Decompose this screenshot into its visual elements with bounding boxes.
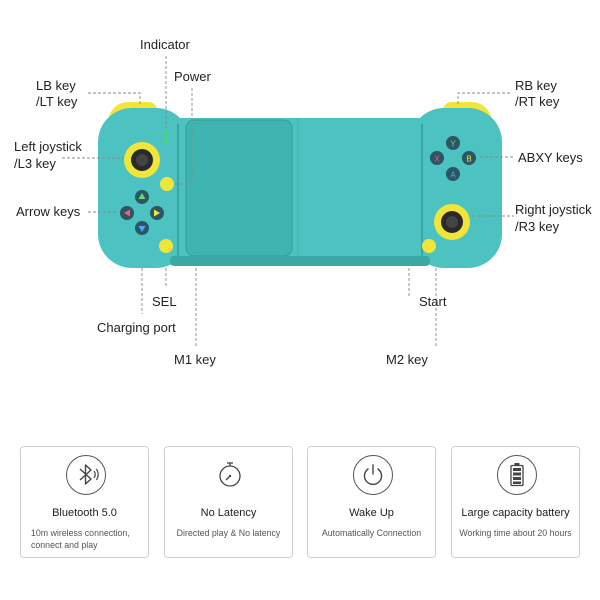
label-right-joystick-line2: /R3 key (515, 219, 560, 234)
power-button[interactable] (160, 177, 174, 191)
feature-card-no-latency: No Latency Directed play & No latency (164, 446, 293, 558)
label-m2: M2 key (386, 352, 428, 367)
sel-button[interactable] (159, 239, 173, 253)
indicator-led-3 (163, 141, 168, 144)
label-abxy: ABXY keys (518, 150, 583, 165)
label-lb-line2: /LT key (36, 94, 78, 109)
feature-title: No Latency (200, 507, 257, 519)
clock-icon (210, 455, 250, 495)
b-button[interactable] (462, 151, 476, 165)
feature-title: Large capacity battery (461, 507, 570, 519)
feature-description: Working time about 20 hours (459, 528, 572, 538)
feature-card-wake-up: Wake Up Automatically Connection (307, 446, 436, 558)
feature-title: Bluetooth 5.0 (52, 507, 117, 519)
label-arrow-keys: Arrow keys (16, 204, 81, 219)
power-icon (353, 455, 393, 495)
label-rb-line1: RB key (515, 78, 557, 93)
label-lb-line1: LB key (36, 78, 76, 93)
label-left-joystick-line2: /L3 key (14, 156, 56, 171)
feature-card-battery: Large capacity battery Working time abou… (451, 446, 580, 558)
label-left-joystick-line1: Left joystick (14, 139, 82, 154)
a-button[interactable] (446, 167, 460, 181)
abxy-keys[interactable]: Y X B A (430, 136, 476, 181)
a-button-label: A (450, 171, 456, 180)
label-rb-line2: /RT key (515, 94, 560, 109)
label-m1: M1 key (174, 352, 216, 367)
feature-card-bluetooth: Bluetooth 5.0 10m wireless connection, c… (20, 446, 149, 558)
label-charging-port: Charging port (97, 320, 176, 335)
label-sel: SEL (152, 294, 177, 309)
b-button-label: B (466, 155, 471, 164)
x-button[interactable] (430, 151, 444, 165)
phone-holder-pad (185, 119, 293, 257)
arrow-keys[interactable] (120, 190, 164, 235)
battery-icon (497, 455, 537, 495)
leader-lines (62, 56, 514, 346)
bluetooth-icon (66, 455, 106, 495)
y-button[interactable] (446, 136, 460, 150)
feature-description: 10m wireless connection, connect and pla… (31, 528, 130, 550)
label-right-joystick-line1: Right joystick (515, 202, 592, 217)
feature-description: Automatically Connection (321, 528, 422, 538)
y-button-label: Y (450, 140, 456, 149)
x-button-label: X (434, 155, 440, 164)
indicator-led-1 (163, 131, 168, 134)
label-indicator: Indicator (140, 37, 190, 52)
indicator-led-2 (163, 136, 168, 139)
label-start: Start (419, 294, 447, 309)
feature-title: Wake Up (349, 507, 394, 519)
start-button[interactable] (422, 239, 436, 253)
label-power: Power (174, 69, 211, 84)
feature-description: Directed play & No latency (176, 528, 281, 538)
controller-diagram: Y X B A (62, 56, 514, 346)
